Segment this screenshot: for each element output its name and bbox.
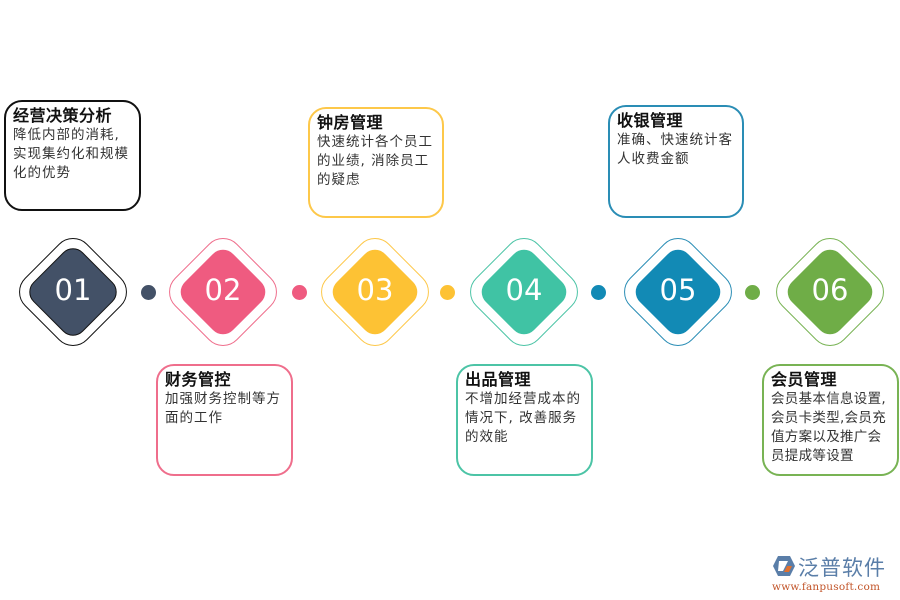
step-title: 收银管理 — [617, 111, 684, 130]
step-title: 钟房管理 — [317, 113, 384, 132]
step-box-04: 出品管理 不增加经营成本的情况下, 改善服务的效能 — [456, 364, 593, 476]
fanpu-logo: 泛普软件 www.fanpusoft.com — [770, 550, 898, 596]
logo-brand-name: 泛普软件 — [798, 556, 886, 580]
step-description: 快速统计各个员工的业绩, 消除员工的疑虑 — [317, 134, 433, 188]
step-number: 05 — [659, 273, 697, 307]
step-box-01: 经营决策分析 降低内部的消耗,实现集约化和规模化的优势 — [4, 100, 141, 211]
connector-dot-4 — [591, 285, 606, 300]
step-title: 出品管理 — [465, 370, 532, 389]
fanpu-logo-icon — [773, 556, 795, 576]
step-box-05: 收银管理 准确、快速统计客人收费金额 — [608, 105, 744, 218]
step-box-06: 会员管理 会员基本信息设置,会员卡类型,会员充值方案以及推广会员提成等设置 — [762, 364, 899, 476]
step-number: 06 — [811, 273, 849, 307]
step-title: 经营决策分析 — [13, 106, 113, 125]
connector-dot-1 — [141, 285, 156, 300]
step-title: 会员管理 — [771, 370, 838, 389]
step-description: 加强财务控制等方面的工作 — [165, 391, 281, 426]
step-description: 降低内部的消耗,实现集约化和规模化的优势 — [13, 127, 129, 181]
step-title: 财务管控 — [165, 370, 232, 389]
step-box-03: 钟房管理 快速统计各个员工的业绩, 消除员工的疑虑 — [308, 107, 444, 218]
connector-dot-5 — [745, 285, 760, 300]
step-description: 准确、快速统计客人收费金额 — [617, 132, 733, 167]
logo-url: www.fanpusoft.com — [772, 581, 881, 593]
step-box-02: 财务管控 加强财务控制等方面的工作 — [156, 364, 293, 476]
step-description: 会员基本信息设置,会员卡类型,会员充值方案以及推广会员提成等设置 — [771, 391, 886, 464]
step-number: 02 — [204, 273, 242, 307]
step-description: 不增加经营成本的情况下, 改善服务的效能 — [465, 391, 581, 445]
connector-dot-2 — [292, 285, 307, 300]
step-number: 01 — [54, 273, 92, 307]
connector-dot-3 — [440, 285, 455, 300]
step-number: 04 — [505, 273, 543, 307]
step-number: 03 — [356, 273, 394, 307]
